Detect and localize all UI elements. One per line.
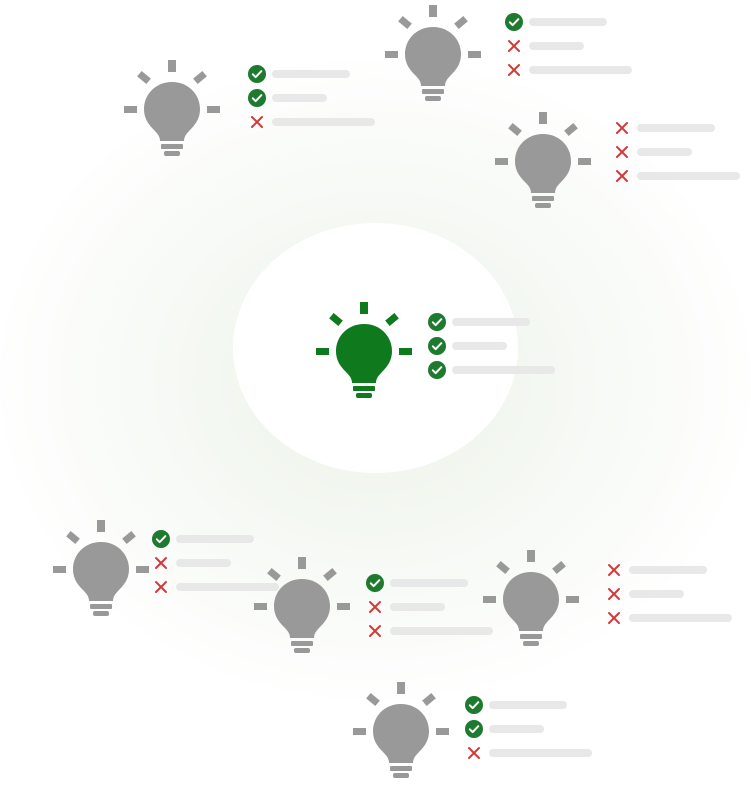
placeholder-text-line xyxy=(529,66,632,74)
placeholder-text-line xyxy=(272,70,350,78)
pass-mark xyxy=(465,720,483,738)
inactive-lightbulb xyxy=(349,680,453,789)
active-lightbulb xyxy=(312,300,416,409)
placeholder-text-line xyxy=(272,118,375,126)
placeholder-text-line xyxy=(489,725,544,733)
x-mark-icon xyxy=(608,588,620,600)
x-mark-icon xyxy=(369,601,381,613)
lightbulb-icon xyxy=(124,60,220,156)
lightbulb-icon xyxy=(316,302,412,398)
inactive-lightbulb xyxy=(49,518,153,627)
pass-mark xyxy=(366,574,384,592)
fail-mark xyxy=(366,598,384,616)
placeholder-text-line xyxy=(452,366,555,374)
check-circle-icon xyxy=(428,313,446,331)
check-circle-icon xyxy=(465,720,483,738)
placeholder-text-line xyxy=(489,749,592,757)
inactive-lightbulb xyxy=(381,3,485,112)
placeholder-text-line xyxy=(529,18,607,26)
lightbulb-icon xyxy=(483,550,579,646)
x-mark-icon xyxy=(155,581,167,593)
fail-mark xyxy=(366,622,384,640)
x-mark-icon xyxy=(508,64,520,76)
placeholder-text-line xyxy=(272,94,327,102)
fail-mark xyxy=(605,561,623,579)
x-mark-icon xyxy=(508,40,520,52)
placeholder-text-line xyxy=(629,566,707,574)
lightbulb-icon xyxy=(53,520,149,616)
fail-mark xyxy=(152,578,170,596)
fail-mark xyxy=(613,143,631,161)
inactive-lightbulb xyxy=(120,58,224,167)
placeholder-text-line xyxy=(637,172,740,180)
check-circle-icon xyxy=(366,574,384,592)
fail-mark xyxy=(248,113,266,131)
fail-mark xyxy=(465,744,483,762)
pass-mark xyxy=(428,337,446,355)
lightbulb-icon xyxy=(385,5,481,101)
placeholder-text-line xyxy=(452,318,530,326)
pass-mark xyxy=(465,696,483,714)
x-mark-icon xyxy=(616,146,628,158)
pass-mark xyxy=(428,313,446,331)
pass-mark xyxy=(152,530,170,548)
placeholder-text-line xyxy=(629,590,684,598)
placeholder-text-line xyxy=(390,627,493,635)
check-circle-icon xyxy=(505,13,523,31)
placeholder-text-line xyxy=(176,535,254,543)
check-circle-icon xyxy=(465,696,483,714)
x-mark-icon xyxy=(608,612,620,624)
placeholder-text-line xyxy=(390,579,468,587)
fail-mark xyxy=(605,609,623,627)
x-mark-icon xyxy=(616,170,628,182)
placeholder-text-line xyxy=(176,583,279,591)
check-circle-icon xyxy=(248,89,266,107)
inactive-lightbulb xyxy=(479,548,583,657)
placeholder-text-line xyxy=(176,559,231,567)
inactive-lightbulb xyxy=(250,555,354,664)
check-circle-icon xyxy=(248,65,266,83)
fail-mark xyxy=(613,119,631,137)
pass-mark xyxy=(428,361,446,379)
pass-mark xyxy=(248,89,266,107)
fail-mark xyxy=(505,37,523,55)
pass-mark xyxy=(505,13,523,31)
inactive-lightbulb xyxy=(491,110,595,219)
placeholder-text-line xyxy=(529,42,584,50)
fail-mark xyxy=(613,167,631,185)
x-mark-icon xyxy=(608,564,620,576)
placeholder-text-line xyxy=(637,148,692,156)
placeholder-text-line xyxy=(629,614,732,622)
lightbulb-icon xyxy=(254,557,350,653)
check-circle-icon xyxy=(428,361,446,379)
fail-mark xyxy=(605,585,623,603)
fail-mark xyxy=(152,554,170,572)
pass-mark xyxy=(248,65,266,83)
x-mark-icon xyxy=(251,116,263,128)
x-mark-icon xyxy=(155,557,167,569)
x-mark-icon xyxy=(616,122,628,134)
x-mark-icon xyxy=(369,625,381,637)
placeholder-text-line xyxy=(637,124,715,132)
placeholder-text-line xyxy=(390,603,445,611)
lightbulb-icon xyxy=(495,112,591,208)
fail-mark xyxy=(505,61,523,79)
placeholder-text-line xyxy=(489,701,567,709)
lightbulb-icon xyxy=(353,682,449,778)
check-circle-icon xyxy=(428,337,446,355)
check-circle-icon xyxy=(152,530,170,548)
x-mark-icon xyxy=(468,747,480,759)
placeholder-text-line xyxy=(452,342,507,350)
